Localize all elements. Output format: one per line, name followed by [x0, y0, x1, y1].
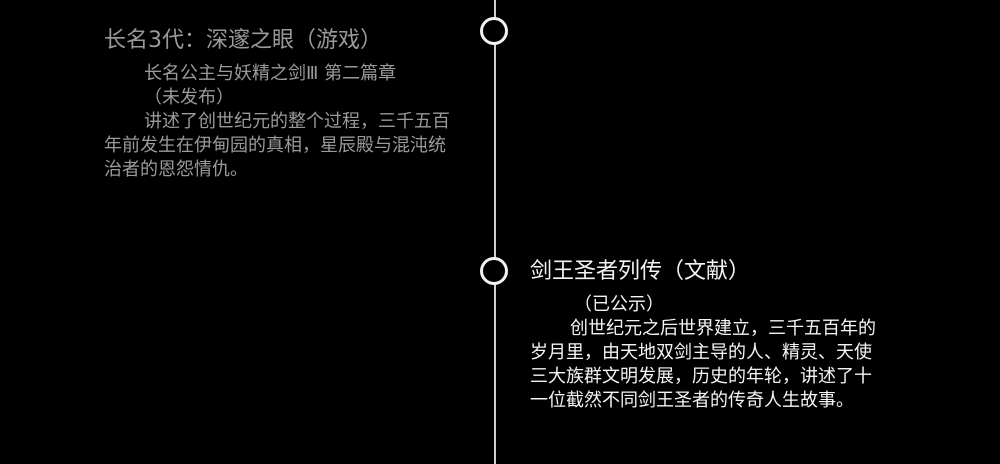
entry-description: 创世纪元之后世界建立，三千五百年的岁月里，由天地双剑主导的人、精灵、天使三大族群…	[530, 318, 876, 411]
entry-status: （已公示）	[574, 294, 664, 315]
timeline-axis	[494, 0, 496, 464]
entry-subtitle: 长名公主与妖精之剑Ⅲ 第二篇章	[144, 63, 397, 84]
timeline-entry-2: 剑王圣者列传（文献） （已公示） 创世纪元之后世界建立，三千五百年的岁月里，由天…	[530, 257, 890, 413]
timeline-entry-1: 长名3代：深邃之眼（游戏） 长名公主与妖精之剑Ⅲ 第二篇章 （未发布） 讲述了创…	[104, 26, 464, 182]
timeline-node-2[interactable]	[480, 257, 508, 285]
entry-title: 长名3代：深邃之眼（游戏）	[104, 28, 382, 53]
timeline-node-1[interactable]	[480, 17, 508, 45]
entry-description: 讲述了创世纪元的整个过程，三千五百年前发生在伊甸园的真相，星辰殿与混沌统治者的恩…	[104, 111, 450, 180]
entry-title: 剑王圣者列传（文献）	[530, 259, 751, 284]
entry-status: （未发布）	[144, 87, 234, 108]
